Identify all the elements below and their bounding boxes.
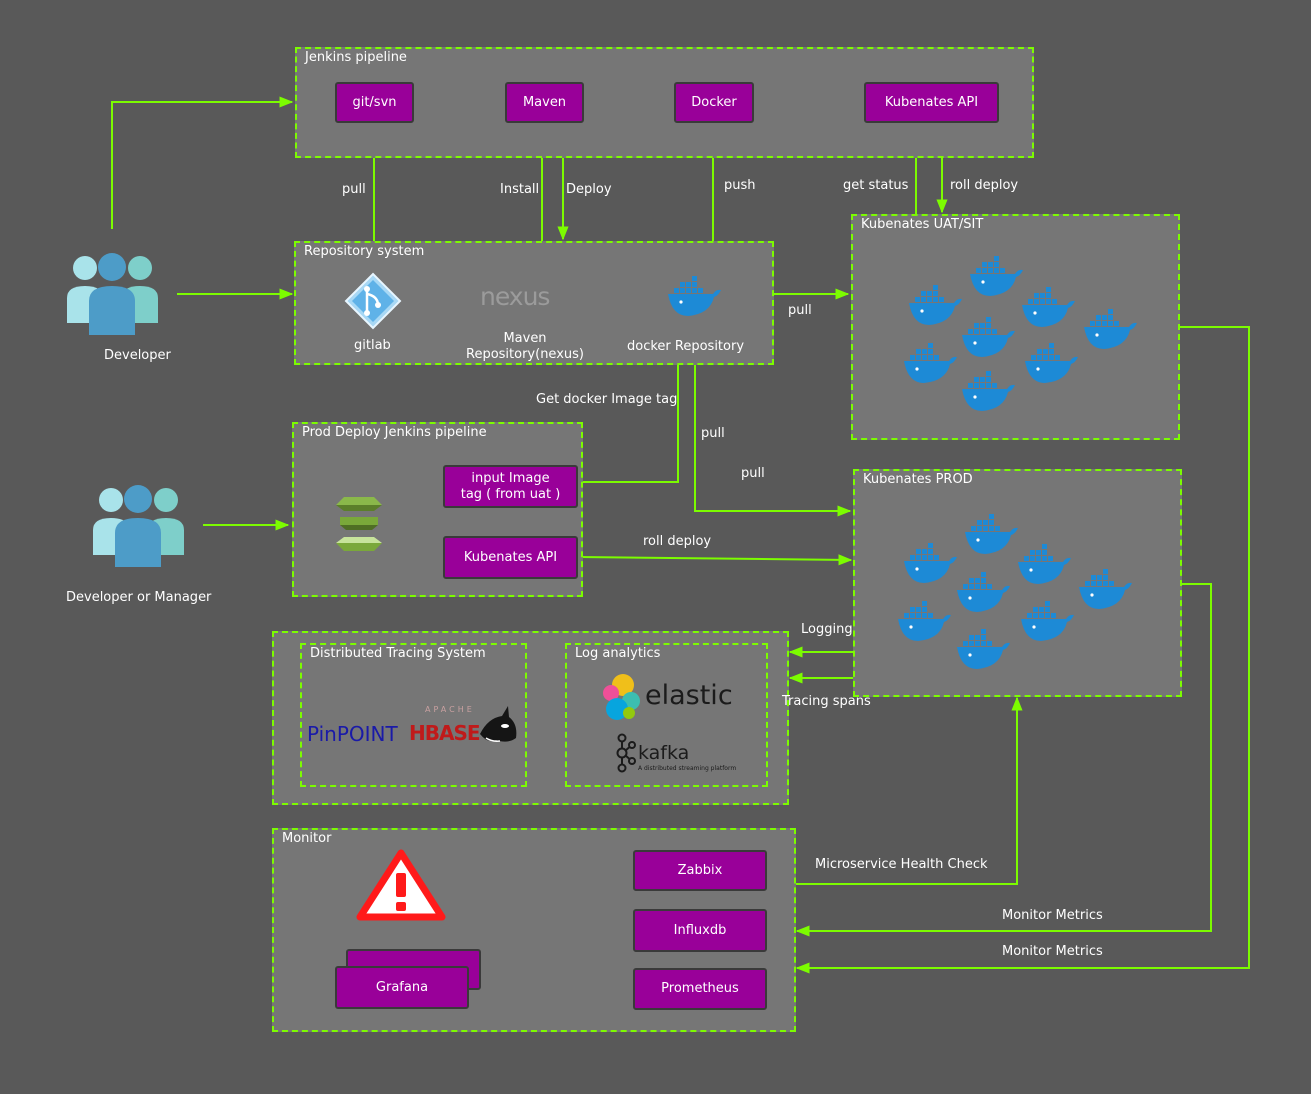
prod-deploy-pipeline-title: Prod Deploy Jenkins pipeline [302, 425, 487, 440]
edge-label-pull-git: pull [342, 182, 366, 197]
git-svn-node[interactable]: git/svn [335, 82, 414, 123]
docker-container-icon [1022, 287, 1075, 327]
jenkins-pipeline-title: Jenkins pipeline [305, 50, 407, 65]
hbase-orca-icon [480, 706, 517, 742]
apache-label: APACHE [425, 705, 475, 714]
edge-label-push: push [724, 178, 756, 193]
docker-container-icon [957, 629, 1010, 669]
docker-container-icon [1079, 569, 1132, 609]
kubenates-api-node[interactable]: Kubenates API [864, 82, 999, 123]
edge-label-metrics-prod: Monitor Metrics [1002, 908, 1103, 923]
elastic-logo: elastic [645, 680, 733, 711]
docker-container-icon [1084, 309, 1137, 349]
kubenates-prod-group: Kubenates PROD [853, 469, 1182, 697]
log-analytics-title: Log analytics [575, 646, 661, 661]
kubenates-uat-title: Kubenates UAT/SIT [861, 217, 984, 232]
edge-developer-to-jenkins [111, 96, 294, 229]
monitor-title: Monitor [282, 831, 332, 846]
docker-container-icon [970, 256, 1023, 296]
zabbix-node[interactable]: Zabbix [633, 850, 767, 891]
grafana-node[interactable]: Grafana [335, 966, 469, 1009]
prod-kubenates-api-node[interactable]: Kubenates API [443, 536, 578, 579]
docker-container-icon [1018, 544, 1071, 584]
nexus-logo: nexus [480, 282, 550, 311]
edge-roll-deploy-prod [578, 554, 853, 566]
docker-repository-icon [668, 276, 721, 316]
gitlab-icon [344, 272, 402, 330]
docker-container-icon [965, 514, 1018, 554]
developer-or-manager-icon [93, 485, 184, 567]
developer-or-manager-label: Developer or Manager [66, 590, 212, 605]
edge-label-get-image-tag: Get docker Image tag [536, 392, 678, 407]
edge-label-install: Install [500, 182, 540, 197]
edge-label-roll-deploy-uat: roll deploy [950, 178, 1019, 193]
kafka-logo: kafka [638, 742, 690, 764]
docker-container-icon [1025, 343, 1078, 383]
docker-container-icon [1021, 601, 1074, 641]
distributed-tracing-title: Distributed Tracing System [310, 646, 486, 661]
kafka-tagline: A distributed streaming platform [638, 765, 737, 772]
kubenates-prod-title: Kubenates PROD [863, 472, 973, 487]
edge-label-get-status: get status [843, 178, 909, 193]
developer-label: Developer [104, 348, 171, 363]
edge-label-roll-deploy-prod: roll deploy [643, 534, 712, 549]
developer-group-icon [67, 253, 158, 335]
docker-container-icon [909, 285, 962, 325]
docker-container-icon [898, 601, 951, 641]
edge-label-logging: Logging [801, 622, 853, 637]
edge-label-tracing-spans: Tracing spans [782, 694, 871, 709]
hbase-logo: HBASE [409, 721, 481, 745]
input-image-tag-node[interactable]: input Image tag ( from uat ) [443, 465, 578, 508]
pinpoint-logo: PinPOINT [307, 722, 398, 746]
maven-node[interactable]: Maven [505, 82, 584, 123]
observability-group [272, 631, 789, 805]
distributed-tracing-group: Distributed Tracing System [300, 643, 527, 787]
warning-icon [356, 849, 446, 921]
edge-label-deploy: Deploy [566, 182, 612, 197]
maven-repository-label: Maven Repository(nexus) [466, 331, 584, 362]
influxdb-node[interactable]: Influxdb [633, 909, 767, 952]
docker-container-icon [962, 371, 1015, 411]
docker-container-icon [904, 543, 957, 583]
edge-label-pull-uat: pull [788, 303, 812, 318]
docker-repository-label: docker Repository [627, 339, 745, 354]
prometheus-node[interactable]: Prometheus [633, 968, 767, 1010]
edge-label-pull-prod-1: pull [701, 426, 725, 441]
docker-container-icon [904, 343, 957, 383]
repository-system-title: Repository system [304, 244, 425, 259]
docker-container-icon [957, 572, 1010, 612]
kafka-icon [616, 733, 636, 773]
aws-codepipeline-icon [336, 497, 382, 551]
edge-label-metrics-uat: Monitor Metrics [1002, 944, 1103, 959]
docker-container-icon [962, 317, 1015, 357]
docker-node[interactable]: Docker [674, 82, 754, 123]
log-analytics-group: Log analytics [565, 643, 768, 787]
elastic-icon [603, 674, 640, 720]
gitlab-label: gitlab [354, 338, 391, 353]
edge-label-pull-prod-2: pull [741, 466, 765, 481]
edge-label-health-check: Microservice Health Check [815, 857, 988, 872]
